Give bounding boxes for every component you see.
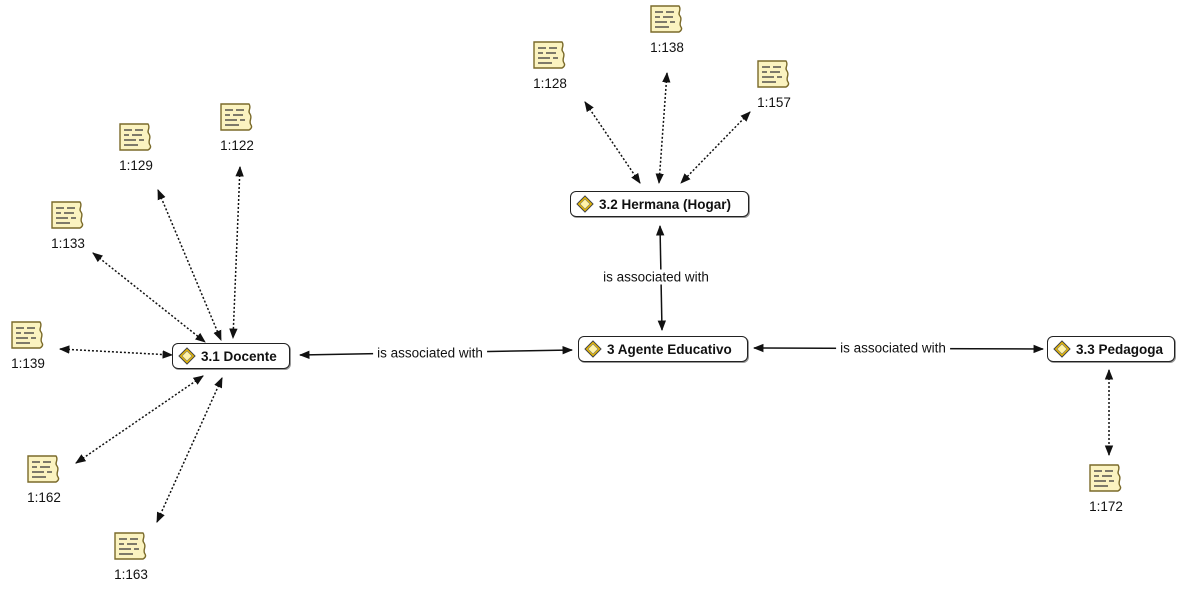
quotation-label: 1:162 [27, 490, 61, 505]
quotation-label: 1:133 [51, 236, 85, 251]
code-label-hermana-hogar: 3.2 Hermana (Hogar) [599, 196, 732, 212]
quotation-node-1-157[interactable]: 1:157 [756, 59, 792, 110]
code-diamond-icon [1053, 340, 1071, 358]
quotation-label: 1:163 [114, 567, 148, 582]
quotation-document-icon [220, 103, 253, 131]
link-q133-docente[interactable] [92, 252, 206, 343]
link-q162-docente[interactable] [75, 375, 204, 464]
quotation-document-icon [119, 123, 152, 151]
quotation-document-icon [650, 5, 683, 33]
quotation-node-1-163[interactable]: 1:163 [113, 531, 149, 582]
code-label-agente-educativo: 3 Agente Educativo [607, 341, 732, 357]
code-label-docente: 3.1 Docente [201, 348, 277, 364]
quotation-label: 1:157 [757, 95, 791, 110]
code-node-docente[interactable]: 3.1 Docente [172, 343, 290, 369]
quotation-node-1-128[interactable]: 1:128 [532, 40, 568, 91]
code-label-pedagoga: 3.3 Pedagoga [1076, 341, 1164, 357]
code-diamond-icon [576, 195, 594, 213]
quotation-document-icon [27, 455, 60, 483]
code-diamond-icon [584, 340, 602, 358]
link-q129-docente[interactable] [157, 189, 222, 341]
quotation-label: 1:138 [650, 40, 684, 55]
link-q139-docente[interactable] [58, 345, 174, 359]
quotation-document-icon [1089, 464, 1122, 492]
code-node-agente-educativo[interactable]: 3 Agente Educativo [578, 336, 748, 362]
relation-label-hermana-agente: is associated with [599, 269, 713, 285]
quotation-document-icon [11, 321, 44, 349]
quotation-node-1-138[interactable]: 1:138 [649, 4, 685, 55]
quotation-document-icon [51, 201, 84, 229]
relation-label-docente-agente: is associated with [373, 345, 487, 361]
code-node-pedagoga[interactable]: 3.3 Pedagoga [1047, 336, 1175, 362]
quotation-label: 1:172 [1089, 499, 1123, 514]
link-q157-hermana[interactable] [680, 111, 751, 184]
quotation-node-1-172[interactable]: 1:172 [1088, 463, 1124, 514]
quotation-label: 1:129 [119, 158, 153, 173]
quotation-document-icon [757, 60, 790, 88]
code-diamond-icon [178, 347, 196, 365]
quotation-label: 1:128 [533, 76, 567, 91]
relation-label-agente-pedagoga: is associated with [836, 340, 950, 356]
quotation-node-1-129[interactable]: 1:129 [118, 122, 154, 173]
quotation-node-1-122[interactable]: 1:122 [219, 102, 255, 153]
quotation-node-1-139[interactable]: 1:139 [10, 320, 46, 371]
link-q122-docente[interactable] [229, 165, 244, 340]
quotation-document-icon [533, 41, 566, 69]
quotation-label: 1:139 [11, 356, 45, 371]
quotation-node-1-133[interactable]: 1:133 [50, 200, 86, 251]
quotation-node-1-162[interactable]: 1:162 [26, 454, 62, 505]
code-node-hermana-hogar[interactable]: 3.2 Hermana (Hogar) [570, 191, 749, 217]
quotation-label: 1:122 [220, 138, 254, 153]
link-q128-hermana[interactable] [584, 101, 641, 184]
quotation-document-icon [114, 532, 147, 560]
link-q163-docente[interactable] [156, 377, 223, 523]
link-q138-hermana[interactable] [655, 71, 671, 185]
